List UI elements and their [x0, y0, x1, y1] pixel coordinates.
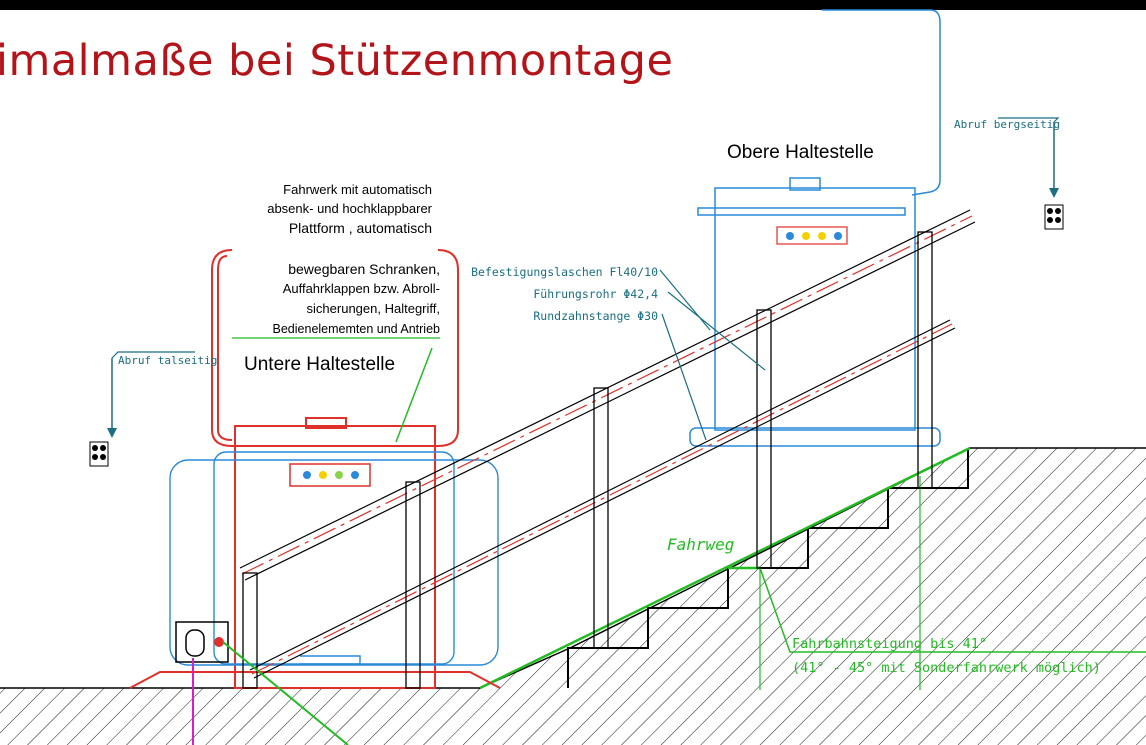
label-rundzahnstange: Rundzahnstange Φ30 — [533, 309, 658, 323]
lower-station-frame — [169, 451, 499, 666]
top-bar — [0, 0, 1146, 10]
call-station-upper — [1044, 122, 1064, 230]
fahrwerk-line-3: Plattform , automatisch — [289, 220, 432, 236]
fahrwerk-line-4: bewegbaren Schranken, — [288, 261, 440, 277]
leader-lines — [111, 117, 1060, 441]
label-steigung-2: (41° - 45° mit Sonderfahrwerk möglich) — [792, 660, 1101, 676]
rails — [239, 209, 976, 679]
label-abruf-talseitig: Abruf talseitig — [118, 354, 217, 367]
label-fuehrungsrohr: Führungsrohr Φ42,4 — [533, 287, 658, 301]
label-befestigungslaschen: Befestigungslaschen Fl40/10 — [471, 265, 658, 279]
fahrwerk-line-7: Bedienelememten und Antrieb — [273, 322, 441, 336]
fahrwerk-line-6: sicherungen, Haltegriff, — [307, 301, 440, 316]
fahrwerk-line-1: Fahrwerk mit automatisch — [283, 182, 432, 197]
upper-control-panel — [776, 226, 848, 245]
lower-station-outline — [129, 249, 501, 689]
fahrweg-line — [479, 446, 1146, 690]
fahrwerk-line-2: absenk- und hochklappbarer — [267, 201, 432, 216]
lower-control-panel — [289, 463, 371, 487]
label-abruf-bergseitig: Abruf bergseitig — [954, 118, 1060, 131]
fahrwerk-leader — [395, 347, 433, 443]
upper-station — [689, 9, 941, 447]
ground-hatching — [0, 447, 1146, 745]
call-station-lower — [89, 358, 117, 467]
fahrwerk-line-5: Auffahrklappen bzw. Abroll- — [283, 281, 440, 296]
support-posts — [242, 231, 933, 689]
label-steigung-1: Fahrbahnsteigung bis 41° — [792, 636, 987, 652]
slide-title: imalmaße bei Stützenmontage — [0, 36, 674, 86]
label-obere-haltestelle: Obere Haltestelle — [727, 142, 874, 163]
label-untere-haltestelle: Untere Haltestelle — [244, 354, 395, 375]
drive-unit — [175, 621, 349, 745]
fahrwerk-description: Fahrwerk mit automatisch absenk- und hoc… — [267, 182, 440, 336]
label-fahrweg: Fahrweg — [667, 535, 734, 554]
